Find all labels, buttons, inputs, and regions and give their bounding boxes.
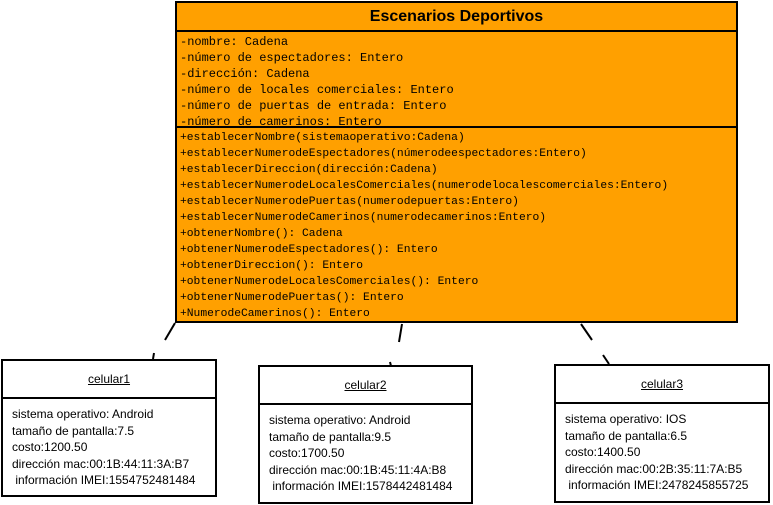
attribute-numero-espectadores: -número de espectadores: Entero: [180, 51, 404, 65]
object-line-direccion-mac: dirección mac:00:2B:35:11:7A:B5: [565, 461, 743, 476]
attribute-camerinos: -número de camerinos: Entero: [180, 115, 382, 129]
object-line-imei: información IMEI:1554752481484: [12, 473, 196, 487]
class-title: Escenarios Deportivos: [177, 3, 736, 32]
class-attributes: -nombre: Cadena -número de espectadores:…: [177, 32, 736, 129]
attribute-nombre: -nombre: Cadena: [180, 35, 289, 49]
attribute-puertas-entrada: -número de puertas de entrada: Entero: [180, 99, 447, 113]
operation-obtener-direccion: +obtenerDireccion(): Entero: [180, 260, 364, 272]
object-line-tamano-pantalla: tamaño de pantalla:6.5: [565, 428, 688, 443]
object-celular1: celular1 sistema operativo: Android tama…: [1, 359, 217, 497]
object-line-tamano-pantalla: tamaño de pantalla:9.5: [269, 429, 392, 444]
attribute-locales-comerciales: -número de locales comerciales: Entero: [180, 83, 454, 97]
operation-obtener-locales: +obtenerNumerodeLocalesComerciales(): En…: [180, 276, 479, 288]
object-body: sistema operativo: Android tamaño de pan…: [260, 405, 471, 495]
object-line-imei: información IMEI:2478245855725: [565, 478, 749, 492]
object-body: sistema operativo: Android tamaño de pan…: [3, 399, 215, 489]
object-line-sistema-operativo: sistema operativo: Android: [269, 413, 411, 427]
object-celular3: celular3 sistema operativo: IOS tamaño d…: [554, 364, 770, 503]
object-line-costo: costo:1700.50: [269, 446, 345, 460]
operation-establecer-locales: +establecerNumerodeLocalesComerciales(nu…: [180, 180, 669, 192]
object-line-sistema-operativo: sistema operativo: IOS: [565, 412, 687, 426]
object-celular2: celular2 sistema operativo: Android tama…: [258, 365, 473, 504]
object-line-costo: costo:1400.50: [565, 445, 641, 459]
connector-celular1-top: [164, 322, 176, 341]
operation-obtener-espectadores: +obtenerNumerodeEspectadores(): Entero: [180, 244, 438, 256]
attribute-direccion: -dirección: Cadena: [180, 67, 310, 81]
object-line-imei: información IMEI:1578442481484: [269, 479, 453, 493]
operation-establecer-espectadores: +establecerNumerodeEspectadores(númerode…: [180, 148, 587, 160]
object-title: celular1: [3, 361, 215, 399]
object-line-tamano-pantalla: tamaño de pantalla:7.5: [12, 423, 135, 438]
operation-establecer-puertas: +establecerNumerodePuertas(numerodepuert…: [180, 196, 519, 208]
operation-establecer-camerinos: +establecerNumerodeCamerinos(numerodecam…: [180, 212, 547, 224]
uml-class-escenarios-deportivos: Escenarios Deportivos -nombre: Cadena -n…: [175, 1, 738, 323]
object-line-costo: costo:1200.50: [12, 440, 88, 454]
connector-celular3-bottom: [602, 354, 610, 365]
class-operations: +establecerNombre(sistemaoperativo:Caden…: [177, 128, 736, 322]
operation-obtener-puertas: +obtenerNumerodePuertas(): Entero: [180, 292, 404, 304]
connector-celular3-top: [580, 323, 593, 341]
object-title: celular3: [556, 366, 768, 404]
operation-establecer-nombre: +establecerNombre(sistemaoperativo:Caden…: [180, 132, 465, 144]
object-line-direccion-mac: dirección mac:00:1B:44:11:3A:B7: [12, 456, 190, 471]
object-body: sistema operativo: IOS tamaño de pantall…: [556, 404, 768, 494]
object-title: celular2: [260, 367, 471, 405]
operation-camerinos: +NumerodeCamerinos(): Entero: [180, 308, 370, 320]
connector-celular2-top: [398, 323, 403, 343]
object-line-direccion-mac: dirección mac:00:1B:45:11:4A:B8: [269, 462, 447, 477]
object-line-sistema-operativo: sistema operativo: Android: [12, 407, 154, 421]
operation-obtener-nombre: +obtenerNombre(): Cadena: [180, 228, 343, 240]
operation-establecer-direccion: +establecerDireccion(dirección:Cadena): [180, 164, 438, 176]
